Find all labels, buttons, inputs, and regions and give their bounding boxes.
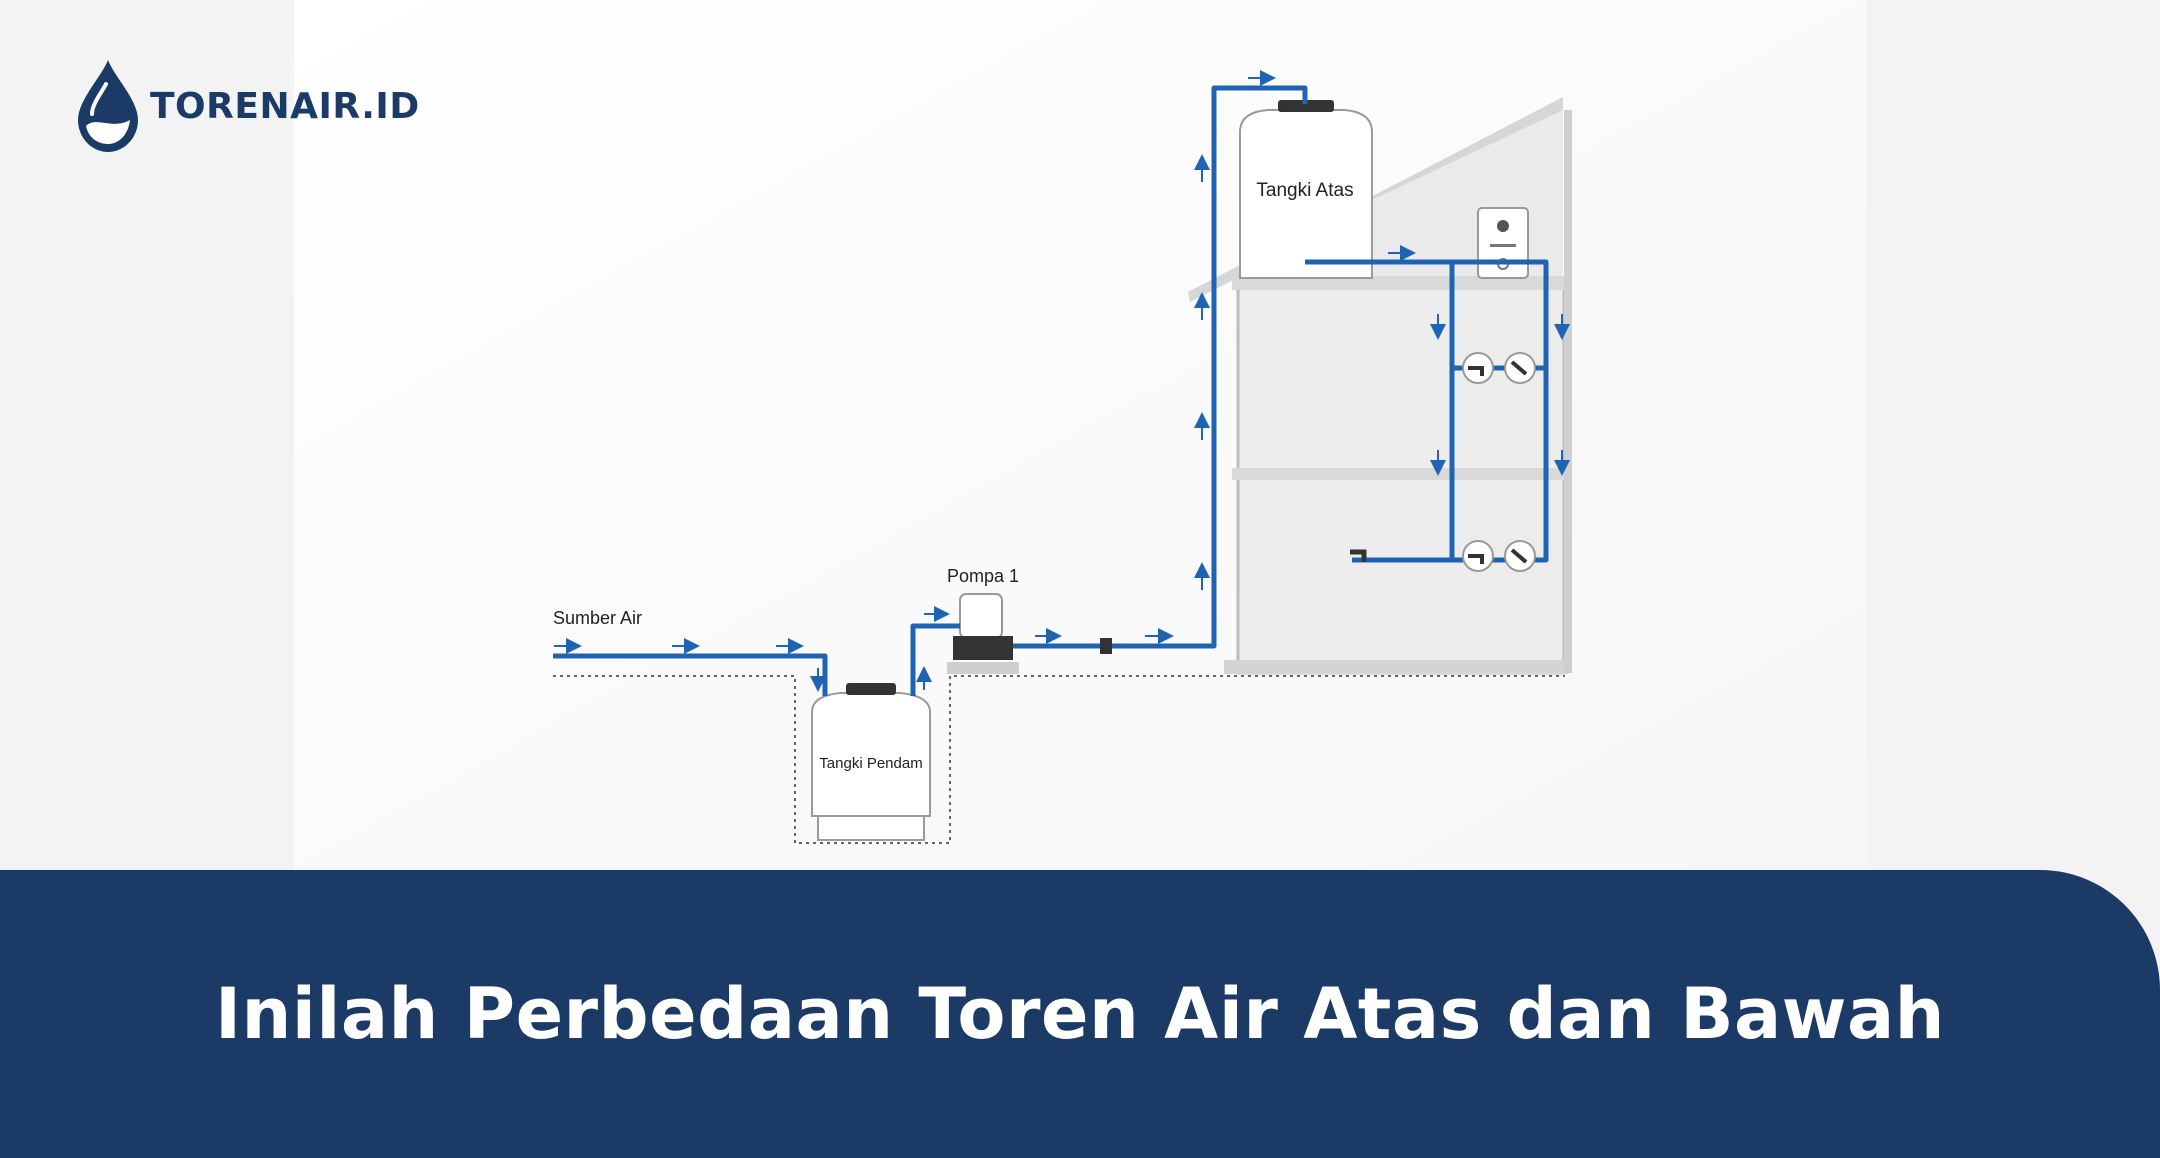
valve-icon — [1100, 638, 1112, 654]
fixtures — [1100, 352, 1536, 654]
house-base — [1224, 660, 1568, 674]
pump-label: Pompa 1 — [947, 566, 1019, 586]
underground-tank-base — [817, 815, 925, 841]
underground-tank-label: Tangki Pendam — [819, 755, 922, 772]
pipe-network — [553, 85, 1549, 696]
title-banner: Inilah Perbedaan Toren Air Atas dan Bawa… — [0, 870, 2160, 1158]
house-floor-slab — [1232, 468, 1564, 480]
roof-tank: Tangki Atas — [1239, 100, 1373, 279]
brand-logo: TORENAIR.ID — [72, 56, 420, 156]
pipe-roof-outlet — [1305, 259, 1549, 563]
pump-base — [947, 662, 1019, 674]
pump-body — [959, 593, 1003, 639]
source-label: Sumber Air — [553, 608, 642, 628]
roof-tank-lid — [1278, 100, 1334, 112]
pump: Pompa 1 — [947, 566, 1019, 674]
faucet-icon — [1504, 352, 1536, 384]
diagram-panel — [294, 0, 1866, 870]
faucet-icon — [1504, 540, 1536, 572]
pump-motor — [953, 636, 1013, 660]
underground-tank-body — [811, 692, 931, 817]
house-roof-slab — [1232, 276, 1564, 290]
faucet-icon — [1462, 540, 1494, 572]
house-shadow — [1564, 110, 1572, 673]
flow-arrows — [554, 70, 1570, 692]
ground-line — [553, 675, 1565, 844]
pipe-tank-to-pump — [910, 623, 960, 696]
underground-tank: Tangki Pendam — [811, 683, 931, 841]
brand-name: TORENAIR.ID — [150, 85, 420, 127]
water-heater-icon — [1477, 207, 1529, 279]
roof-tank-label: Tangki Atas — [1256, 180, 1353, 201]
water-drop-icon — [78, 60, 138, 152]
roof-tank-body — [1239, 109, 1373, 279]
page-title: Inilah Perbedaan Toren Air Atas dan Bawa… — [214, 973, 1946, 1055]
pipe-pump-to-roof — [1013, 85, 1308, 649]
underground-tank-lid — [846, 683, 896, 695]
faucet-icon — [1350, 549, 1367, 562]
faucet-icon — [1462, 352, 1494, 384]
